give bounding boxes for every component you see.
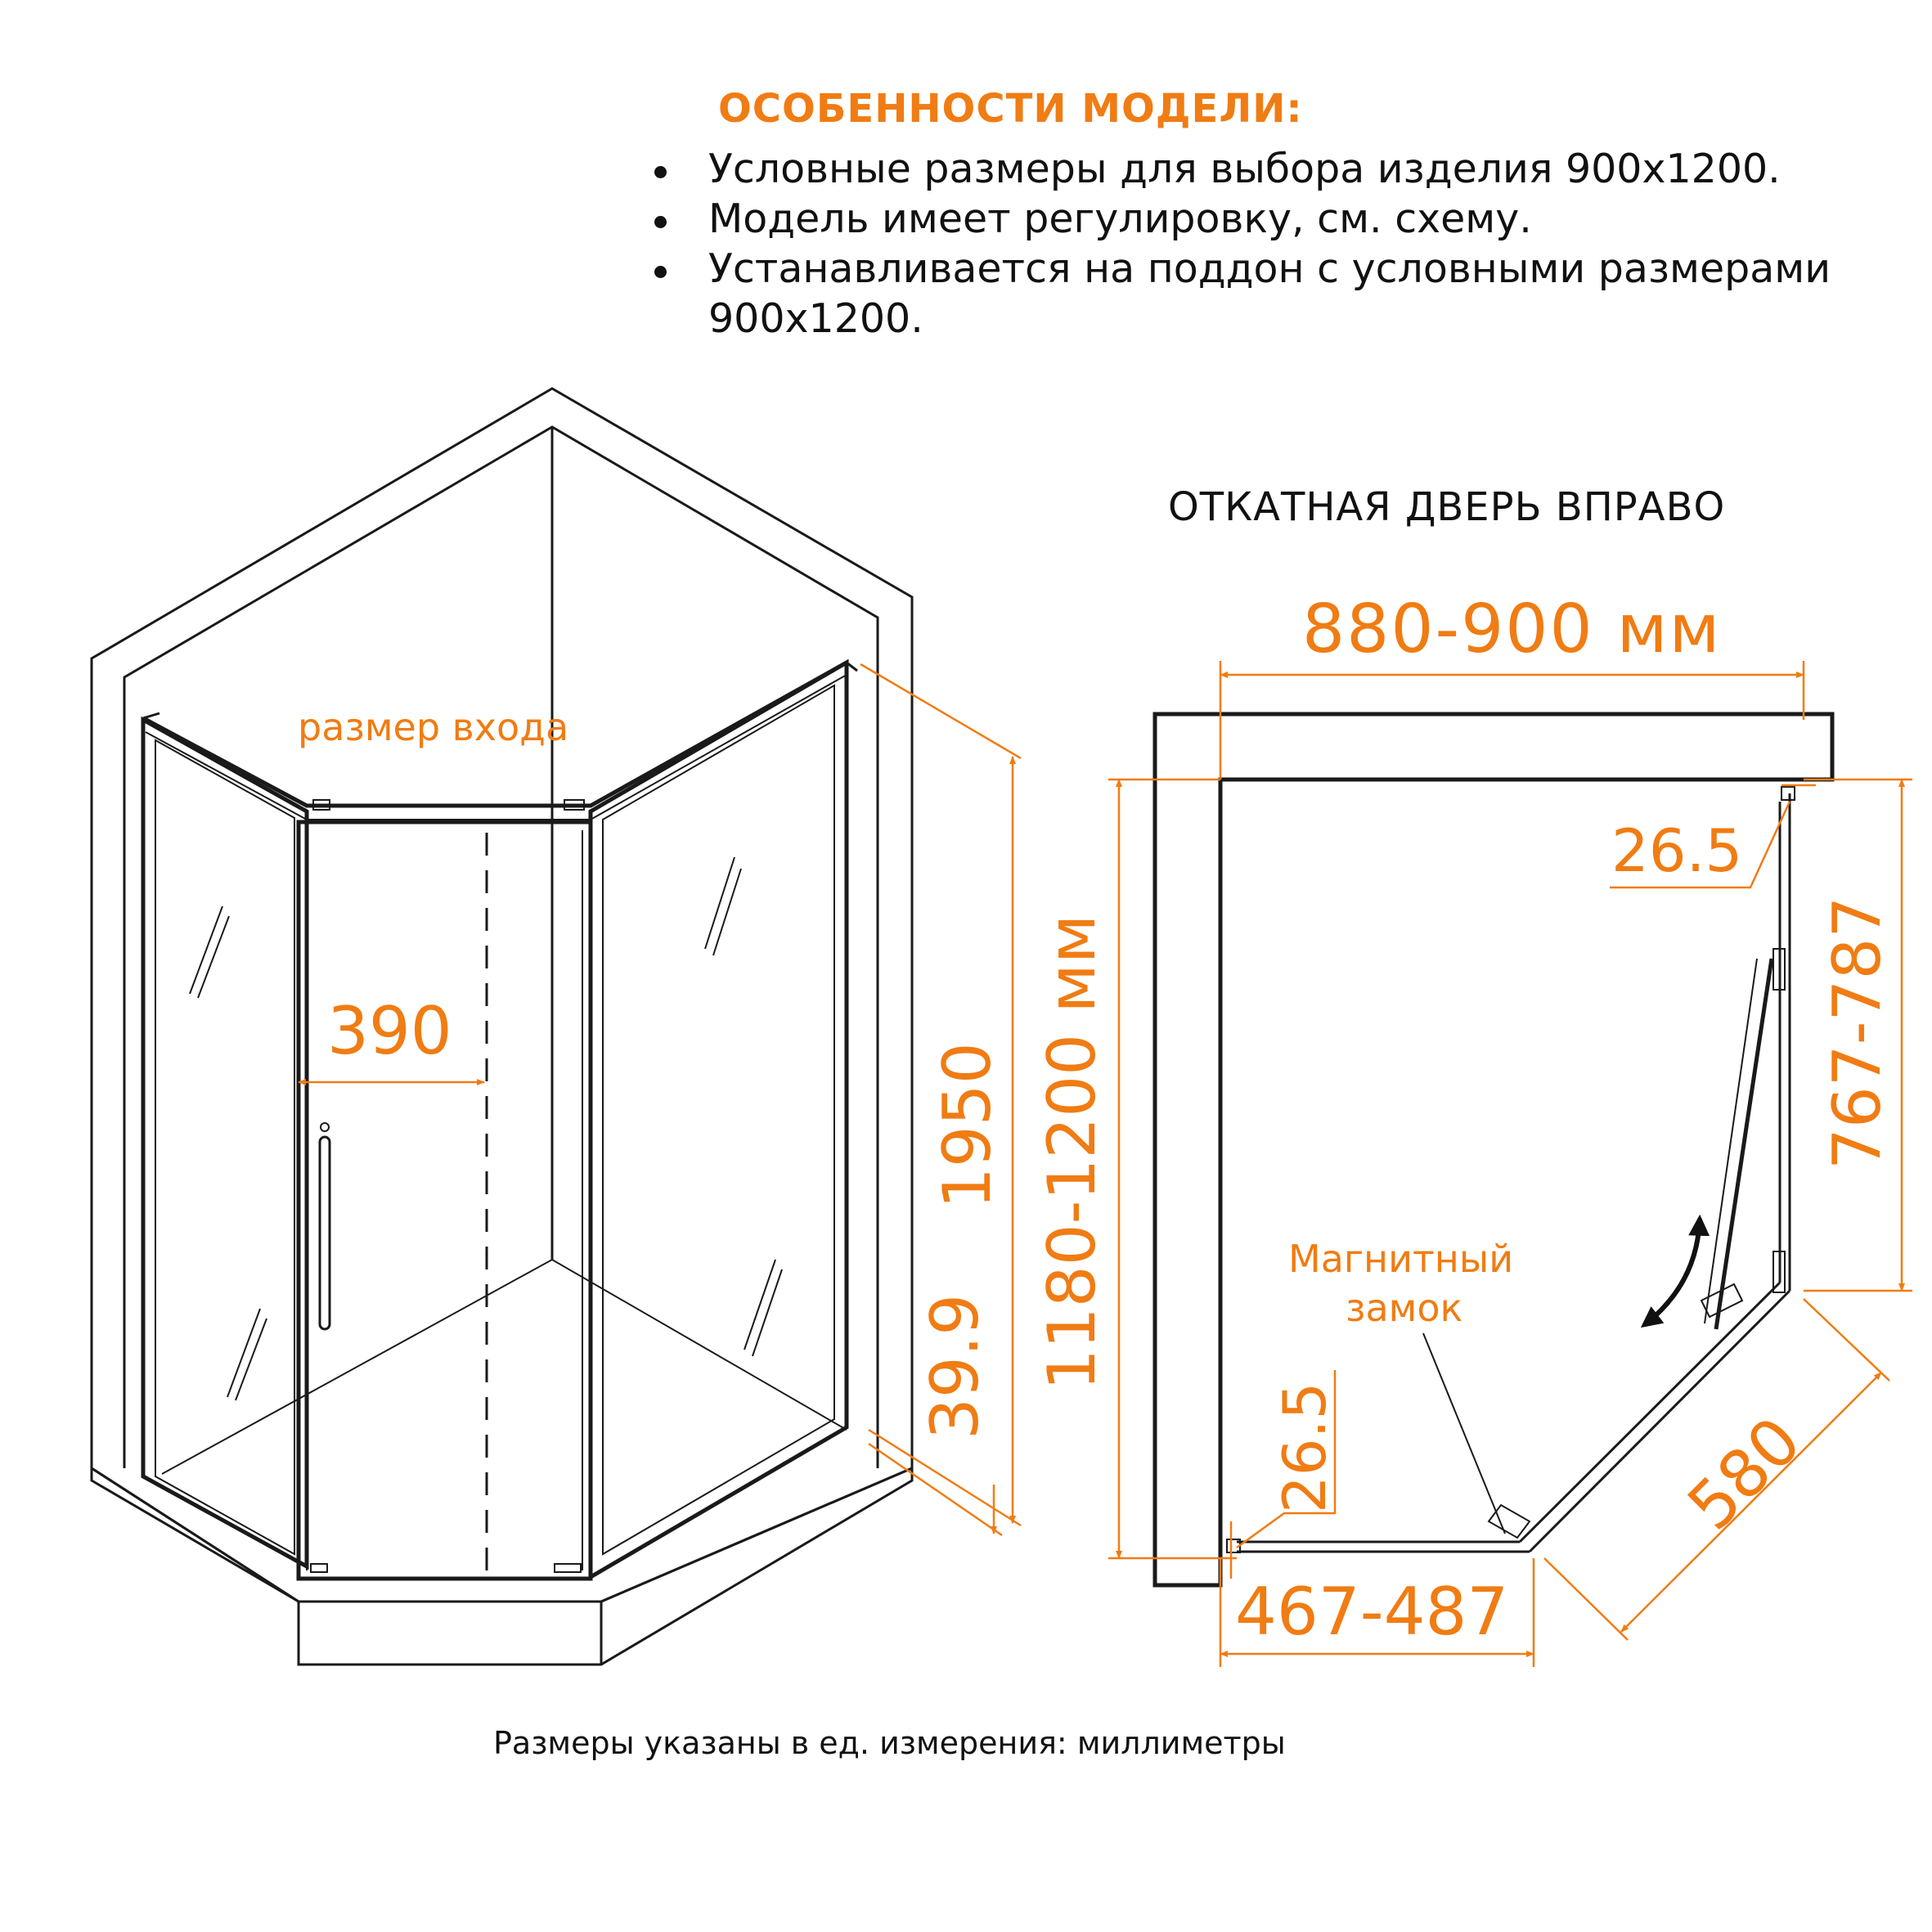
gap-bottom-leader bbox=[1236, 1370, 1337, 1549]
gap-bottom-value: 26.5 bbox=[1270, 1382, 1339, 1513]
tray-top-edge bbox=[91, 1467, 913, 1603]
diagonal-extension bbox=[1543, 1557, 1629, 1641]
roller-mark bbox=[554, 1563, 582, 1573]
feature-item: Модель имеет регулировку, см. схему. bbox=[654, 194, 1898, 244]
front-side-value: 467-487 bbox=[1235, 1574, 1508, 1650]
tray-offset-value: 39.9 bbox=[917, 1294, 993, 1440]
entrance-width-value: 390 bbox=[327, 993, 452, 1069]
height-value: 1950 bbox=[929, 1042, 1005, 1209]
door-swing-arrow bbox=[1640, 1214, 1710, 1328]
shower-tray bbox=[90, 1466, 914, 1666]
feature-item: Условные размеры для выбора изделия 900х… bbox=[654, 144, 1898, 194]
front-door-frame bbox=[296, 820, 593, 1581]
height-extension bbox=[860, 663, 1022, 760]
lock-label: замок bbox=[1346, 1286, 1462, 1330]
roller-mark bbox=[312, 799, 330, 811]
top-rail-end bbox=[142, 712, 160, 720]
gap-top-leader bbox=[1610, 801, 1791, 889]
door-handle bbox=[318, 1135, 331, 1331]
left-glass-inner bbox=[155, 739, 295, 1556]
hinge-mark bbox=[1772, 1251, 1786, 1293]
height-extension bbox=[868, 1428, 1022, 1527]
offset-extension bbox=[868, 1442, 1003, 1537]
feature-item: Устанавливается на поддон с условными ра… bbox=[654, 244, 1898, 344]
diagonal-extension bbox=[1803, 1298, 1890, 1382]
roller-mark bbox=[310, 1563, 328, 1573]
lock-label: Магнитный bbox=[1288, 1237, 1513, 1281]
depth-value: 1180-1200 мм bbox=[1034, 914, 1110, 1391]
door-leaf bbox=[1714, 958, 1774, 1330]
roller-mark bbox=[564, 799, 585, 811]
top-rail bbox=[142, 660, 848, 808]
handle-knob bbox=[320, 1122, 330, 1132]
features-list: Условные размеры для выбора изделия 900х… bbox=[654, 144, 1898, 344]
units-footnote: Размеры указаны в ед. измерения: миллиме… bbox=[493, 1725, 1286, 1761]
wall-inner-outline bbox=[123, 425, 879, 1468]
plan-view: 880-900 мм 1180-1200 мм 767-787 26.5 26.… bbox=[1034, 591, 1912, 1667]
gap-top-value: 26.5 bbox=[1611, 816, 1742, 885]
lock-mark bbox=[1487, 1503, 1531, 1539]
hinge-mark bbox=[1772, 948, 1786, 991]
floor-line bbox=[161, 1258, 847, 1475]
top-rail-edge bbox=[145, 674, 847, 820]
scheme-title: ОТКАТНАЯ ДВЕРЬ ВПРАВО bbox=[1168, 484, 1726, 530]
diagonal-dimension-line bbox=[1620, 1372, 1882, 1633]
entrance-label: размер входа bbox=[298, 705, 568, 749]
right-side-value: 767-787 bbox=[1819, 896, 1895, 1170]
wall-outline bbox=[90, 387, 914, 1468]
right-glass-panel bbox=[588, 658, 849, 1581]
right-glass-inner bbox=[602, 684, 835, 1556]
door-leaf-edge bbox=[1704, 958, 1758, 1324]
isometric-view: размер входа 390 1950 39.9 bbox=[90, 387, 1022, 1666]
features-heading: ОСОБЕННОСТИ МОДЕЛИ: bbox=[718, 86, 1303, 132]
lock-leader bbox=[1422, 1332, 1506, 1534]
wall-profile-top bbox=[1781, 786, 1795, 801]
glass-reflection-hatches bbox=[189, 856, 783, 1401]
width-value: 880-900 мм bbox=[1302, 591, 1721, 668]
top-rail-end bbox=[846, 661, 858, 672]
diagonal-value: 580 bbox=[1674, 1403, 1816, 1545]
